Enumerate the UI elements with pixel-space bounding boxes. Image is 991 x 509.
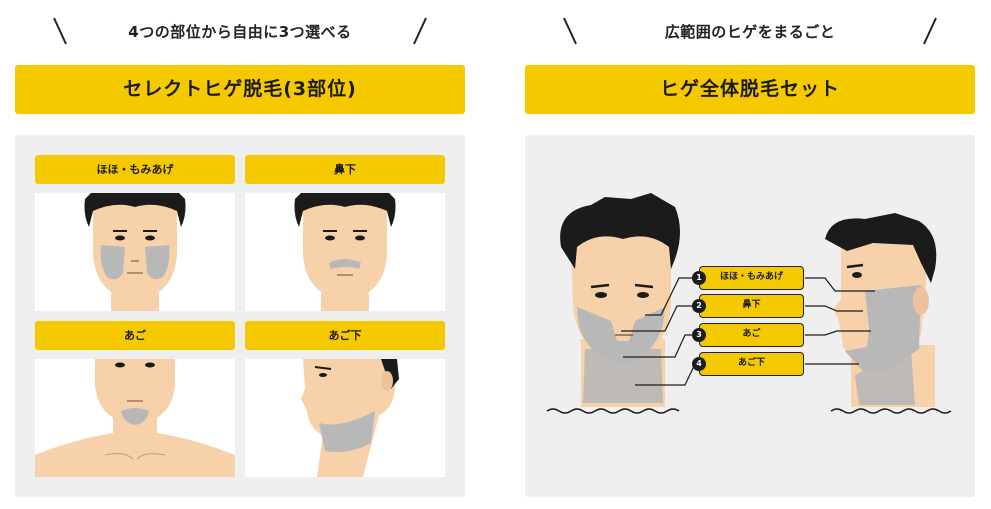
full-beard-plan: 広範囲のヒゲをまるごと ヒゲ全体脱毛セット	[525, 0, 975, 509]
select-beard-plan: 4つの部位から自由に3つ選べる セレクトヒゲ脱毛(3部位) ほほ・もみあげ	[15, 0, 465, 509]
slash-left-icon	[562, 16, 578, 46]
area-card-label: あご下	[245, 321, 445, 350]
face-front-cheek-illustration	[35, 193, 235, 311]
zone-label-text: あご下	[737, 358, 765, 368]
zone-number-badge: 3	[692, 328, 706, 342]
zone-label-chin: あご	[699, 323, 804, 347]
plan-title: ヒゲ全体脱毛セット	[525, 65, 975, 114]
face-front-nose-illustration	[245, 193, 445, 311]
area-card-label: あご	[35, 321, 235, 350]
slash-right-icon	[922, 16, 938, 46]
slash-right-icon	[412, 16, 428, 46]
zone-label-text: あご	[742, 329, 761, 339]
tagline-text: 広範囲のヒゲをまるごと	[664, 23, 836, 41]
face-front-illustration	[560, 193, 680, 407]
full-beard-diagram-panel: ほほ・もみあげ 1 鼻下 2 あご 3 あご下 4	[525, 135, 975, 497]
face-profile-illustration	[825, 213, 937, 407]
tagline: 広範囲のヒゲをまるごと	[525, 14, 975, 50]
zone-number-badge: 1	[692, 271, 706, 285]
zone-label-cheek: ほほ・もみあげ	[699, 266, 804, 290]
zone-label-under-chin: あご下	[699, 352, 804, 376]
slash-left-icon	[52, 16, 68, 46]
zone-label-text: ほほ・もみあげ	[719, 272, 783, 282]
zone-number-badge: 2	[692, 299, 706, 313]
plan-title: セレクトヒゲ脱毛(3部位)	[15, 65, 465, 114]
tagline: 4つの部位から自由に3つ選べる	[15, 14, 465, 50]
face-profile-under-chin-illustration	[245, 359, 445, 477]
area-card-label: 鼻下	[245, 155, 445, 184]
zone-label-text: 鼻下	[742, 300, 761, 310]
area-grid-panel: ほほ・もみあげ 鼻下	[15, 135, 465, 497]
zone-label-under-nose: 鼻下	[699, 294, 804, 318]
area-card-label: ほほ・もみあげ	[35, 155, 235, 184]
face-front-chin-illustration	[35, 359, 235, 477]
tagline-text: 4つの部位から自由に3つ選べる	[128, 23, 352, 41]
full-beard-diagram: ほほ・もみあげ 1 鼻下 2 あご 3 あご下 4	[525, 135, 975, 497]
zone-number-badge: 4	[692, 357, 706, 371]
